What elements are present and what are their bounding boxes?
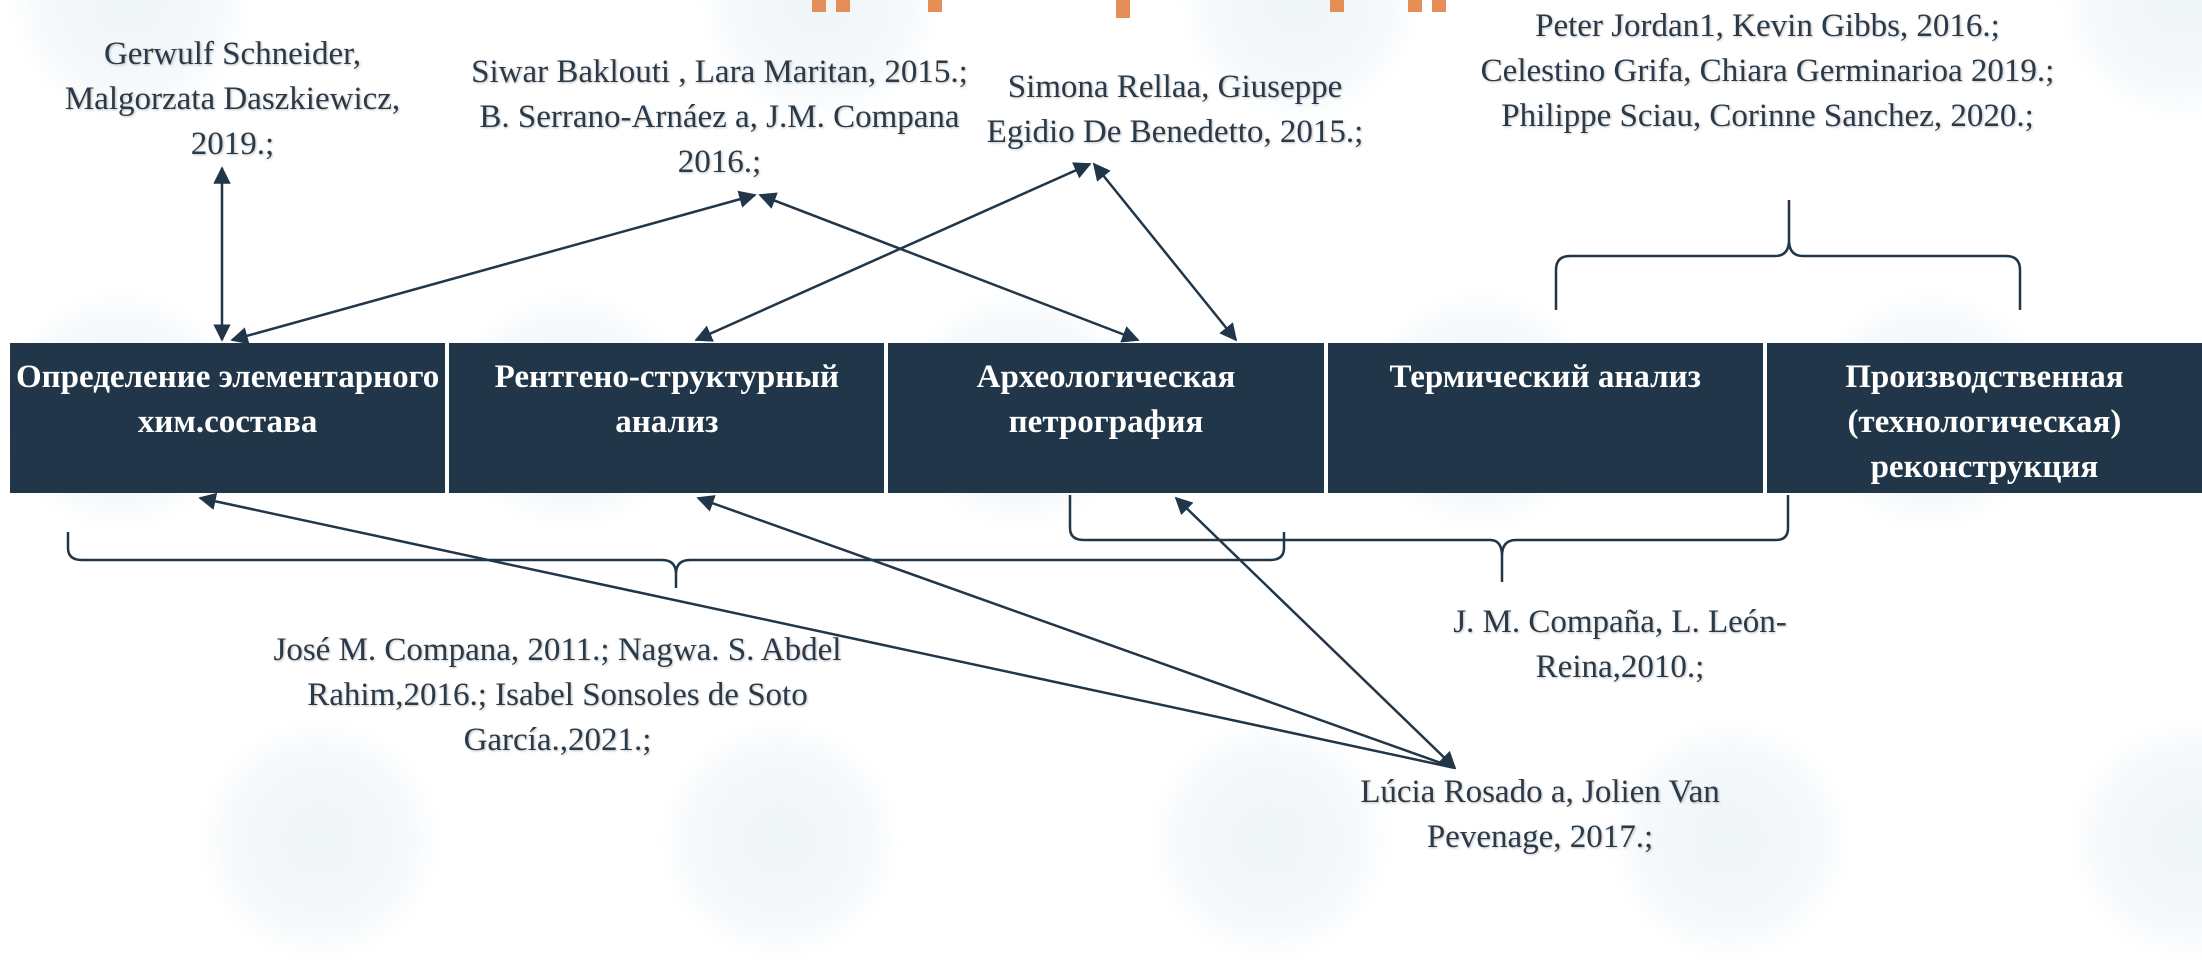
brace-compana2010: [1068, 495, 1790, 582]
method-box-reconstruction: Производственная (технологическая) рекон…: [1766, 343, 2202, 493]
ref-rosado: Lúcia Rosado a, Jolien Van Pevenage, 201…: [1360, 774, 1720, 855]
arrow-rosado-box3: [1174, 496, 1457, 770]
brace-jordan: [1554, 200, 2022, 310]
method-box-thermal: Термический анализ: [1327, 343, 1763, 493]
arrow-rellaa-box2: [694, 162, 1092, 342]
ref-rellaa: Simona Rellaa, Giuseppe Egidio De Benede…: [986, 69, 1364, 150]
arrow-baklouti-box3: [758, 192, 1140, 343]
top-decoration: [1116, 0, 1130, 18]
connectors: [66, 162, 2022, 770]
top-decoration: [836, 0, 850, 12]
top-decoration: [812, 0, 826, 12]
method-box-petrography: Археологическая петрография: [888, 343, 1324, 493]
method-box-xrd: Рентгено-структурный анализ: [449, 343, 885, 493]
ref-compana2011: José M. Compana, 2011.; Nagwa. S. Abdel …: [273, 632, 842, 758]
ref-baklouti: Siwar Baklouti , Lara Maritan, 2015.; B.…: [471, 54, 968, 180]
top-decoration: [1432, 0, 1446, 12]
top-decoration: [1408, 0, 1422, 12]
ref-jordan: Peter Jordan1, Kevin Gibbs, 2016.; Celes…: [1480, 8, 2055, 134]
methods-bar: Определение элементарного хим.состава Ре…: [10, 343, 2202, 493]
top-decoration: [928, 0, 942, 12]
ref-compana2010: J. M. Compaña, L. León-Reina,2010.;: [1453, 604, 1787, 685]
arrow-baklouti-box1: [230, 190, 757, 345]
method-box-elemental: Определение элементарного хим.состава: [10, 343, 446, 493]
top-decoration: [1330, 0, 1344, 12]
ref-schneider: Gerwulf Schneider, Malgorzata Daszkiewic…: [64, 36, 401, 162]
arrow-rellaa-box3: [1092, 162, 1238, 342]
